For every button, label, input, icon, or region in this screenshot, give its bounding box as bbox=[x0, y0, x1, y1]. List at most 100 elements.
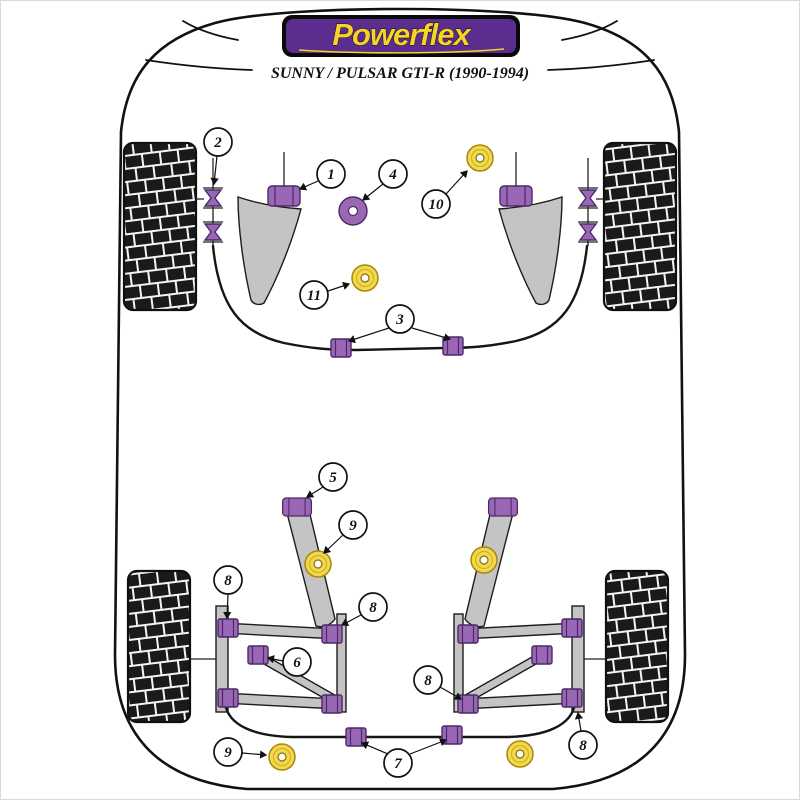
callout-arrow bbox=[574, 711, 584, 732]
callout-circle bbox=[338, 510, 368, 540]
front-arb-mount-bush-right bbox=[442, 336, 464, 356]
callout-arrow bbox=[439, 686, 463, 700]
callout-label: 3 bbox=[395, 312, 404, 328]
callout-8-rear-inner-left: 8 bbox=[340, 592, 388, 626]
callout-5-rear-arm-bush: 5 bbox=[305, 462, 348, 498]
front-arm-front-bush-left bbox=[267, 185, 301, 207]
callout-4-engine-mount: 4 bbox=[362, 159, 408, 201]
callout-arrow bbox=[210, 155, 219, 186]
callout-label: 5 bbox=[329, 470, 337, 486]
front-anti-roll-bar bbox=[211, 244, 589, 352]
callout-3-front-arb-bushes: 3 bbox=[347, 304, 452, 344]
callout-arrow bbox=[327, 281, 351, 292]
logo-inner-box bbox=[286, 19, 516, 53]
callout-label: 8 bbox=[224, 573, 232, 589]
callout-label: 2 bbox=[213, 135, 222, 151]
callout-label: 1 bbox=[327, 167, 335, 183]
cowl-curve-left-upper bbox=[182, 20, 239, 41]
cowl-curve-right-lower bbox=[547, 59, 655, 71]
cowl-curve-left-lower bbox=[145, 59, 253, 71]
callout-6-rear-diagonal-bush: 6 bbox=[266, 647, 312, 677]
callout-8-rear-inner-right: 8 bbox=[413, 665, 463, 700]
front-droplink-bush-upper-left bbox=[202, 187, 224, 209]
rear-lower-link-inner-bush-right bbox=[457, 694, 479, 714]
rear-diagonal-bush-right bbox=[531, 645, 553, 665]
callout-9-rear-mount-upper: 9 bbox=[323, 510, 368, 554]
front-suspension bbox=[196, 144, 604, 358]
front-control-arm-left bbox=[237, 196, 302, 306]
callout-circle bbox=[378, 159, 408, 189]
callout-circle bbox=[421, 189, 451, 219]
rear-arm-front-bush-right bbox=[487, 497, 519, 517]
callout-1-front-arm-bush: 1 bbox=[298, 159, 346, 191]
rear-suspension bbox=[190, 497, 606, 771]
rear-lower-link-inner-bush-left bbox=[321, 694, 343, 714]
body-shell-outline bbox=[113, 7, 687, 791]
callout-arrow bbox=[223, 593, 232, 620]
callout-label: 9 bbox=[224, 745, 232, 761]
callout-label: 10 bbox=[429, 197, 445, 213]
rear-lower-link-outer-bush-left bbox=[217, 688, 239, 708]
callout-circle bbox=[358, 592, 388, 622]
callout-2-front-droplink: 2 bbox=[203, 127, 233, 186]
callout-arrow bbox=[266, 655, 284, 664]
callouts: 2 1 4 10 11 3 bbox=[203, 127, 598, 778]
callout-circle bbox=[318, 462, 348, 492]
callout-circle bbox=[568, 730, 598, 760]
cowl-curve-right-upper bbox=[561, 20, 618, 41]
callout-circle bbox=[413, 665, 443, 695]
front-control-arm-right bbox=[498, 196, 563, 306]
rear-diagonal-bush-left bbox=[247, 645, 269, 665]
callout-7-rear-arb-bushes: 7 bbox=[360, 738, 448, 778]
callout-8-rear-outer-left: 8 bbox=[213, 565, 243, 620]
callout-circle bbox=[383, 748, 413, 778]
callout-arrow bbox=[298, 180, 319, 191]
callout-11-engine-mount-yellow: 11 bbox=[299, 280, 351, 310]
callout-circle bbox=[385, 304, 415, 334]
rear-mount-yellow-upper-right bbox=[470, 546, 498, 574]
logo-wordmark: Powerflex bbox=[332, 17, 472, 52]
callout-arrow bbox=[305, 486, 324, 498]
callout-label: 8 bbox=[579, 738, 587, 754]
callout-8-rear-outer-right: 8 bbox=[568, 711, 598, 760]
rear-arm-front-bush-left bbox=[281, 497, 313, 517]
rear-mount-yellow-lower-right bbox=[506, 740, 534, 768]
callout-arrow bbox=[340, 614, 362, 626]
callout-arrow bbox=[347, 327, 390, 344]
callout-arrow bbox=[362, 183, 384, 201]
callout-label: 11 bbox=[307, 288, 321, 304]
callout-label: 9 bbox=[349, 518, 357, 534]
tire-rear-right bbox=[604, 569, 670, 724]
callout-label: 4 bbox=[388, 167, 397, 183]
rear-upper-link-inner-bush-right bbox=[457, 624, 479, 644]
tire-front-right bbox=[602, 141, 678, 312]
front-droplink-bush-lower-left bbox=[202, 221, 224, 243]
callout-circle bbox=[213, 565, 243, 595]
callout-label: 8 bbox=[424, 673, 432, 689]
callout-9-rear-mount-lower: 9 bbox=[213, 737, 268, 767]
tires bbox=[122, 141, 678, 724]
rear-arb-mount-bush-right bbox=[441, 725, 463, 745]
callout-circle bbox=[299, 280, 329, 310]
rear-lower-link-outer-bush-right bbox=[561, 688, 583, 708]
front-droplink-bush-upper-right bbox=[577, 187, 599, 209]
callout-arrow bbox=[409, 738, 448, 755]
callout-arrow bbox=[241, 750, 268, 759]
logo-underline-swoosh bbox=[298, 48, 505, 54]
callout-circle bbox=[316, 159, 346, 189]
callout-arrow bbox=[360, 741, 389, 755]
rear-mount-yellow-lower-left bbox=[268, 743, 296, 771]
rear-mount-yellow-upper-left bbox=[304, 550, 332, 578]
rear-upper-link-inner-bush-left bbox=[321, 624, 343, 644]
callout-arrow bbox=[411, 327, 452, 342]
tire-front-left bbox=[122, 141, 198, 312]
front-arm-front-bush-right bbox=[499, 185, 533, 207]
front-droplink-bush-lower-right bbox=[577, 221, 599, 243]
rear-upper-link-outer-bush-left bbox=[217, 618, 239, 638]
engine-mount-yellow-lower bbox=[351, 264, 379, 292]
callout-arrow bbox=[323, 534, 344, 554]
rear-anti-roll-bar bbox=[223, 701, 577, 739]
powerflex-logo: Powerflex bbox=[282, 15, 520, 57]
